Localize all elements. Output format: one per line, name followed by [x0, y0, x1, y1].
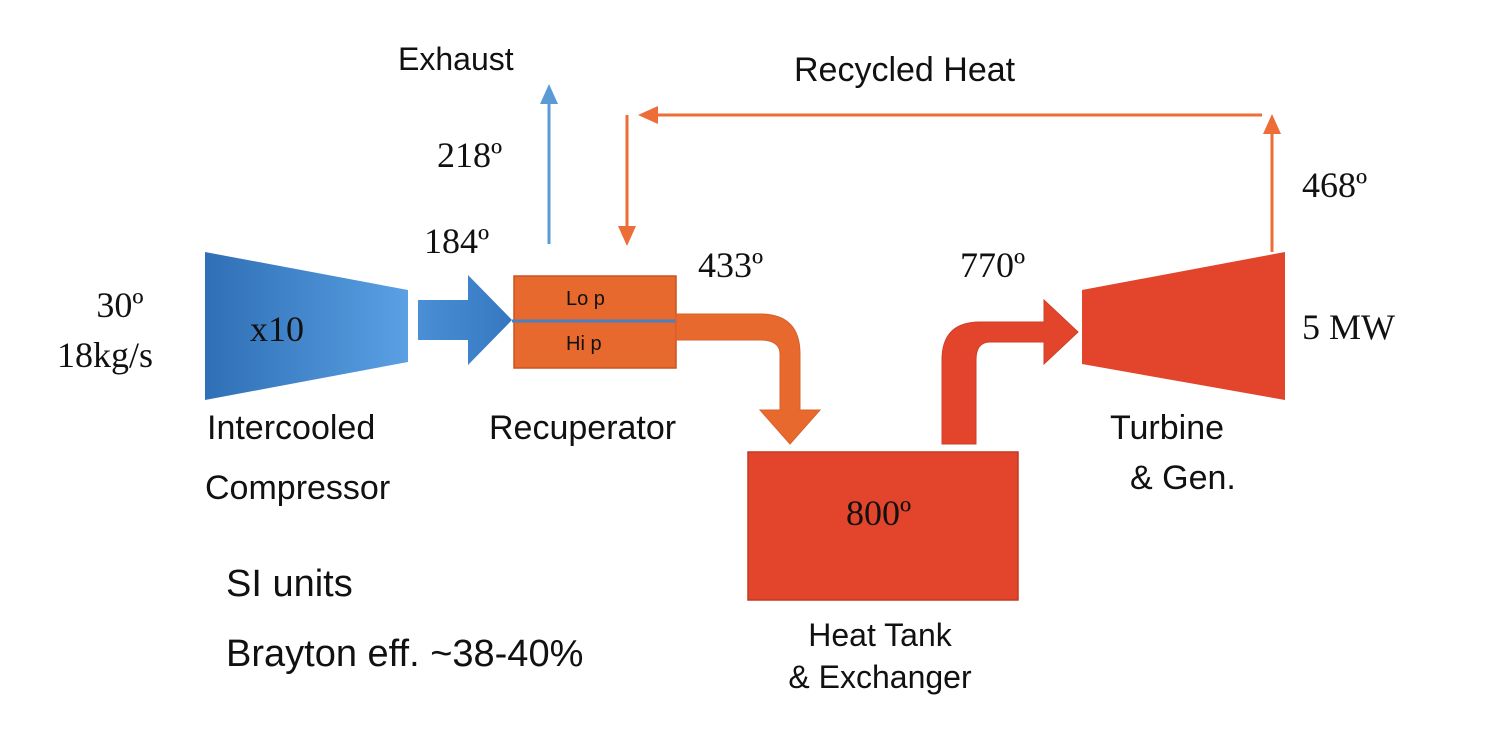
compressor-shape	[205, 252, 408, 400]
turbine-out-temp-label: 468º	[1302, 165, 1368, 205]
heat-tank-box	[747, 451, 1019, 601]
efficiency-note: Brayton eff. ~38-40%	[226, 633, 584, 675]
recuperator-lo-label: Lo p	[566, 288, 605, 310]
si-units-note: SI units	[226, 563, 353, 605]
recycled-heat-arrowhead	[638, 106, 658, 124]
compressor-name-line2: Compressor	[205, 469, 391, 507]
exhaust-temp-label: 218º	[437, 135, 503, 175]
compressed-air-arrow	[418, 275, 512, 365]
inlet-flow-label: 18kg/s	[57, 335, 154, 375]
turbine-shape	[1082, 252, 1285, 400]
tank-name-line1: Heat Tank	[808, 617, 952, 653]
compressor-out-temp-label: 184º	[424, 221, 490, 261]
recycled-heat-label: Recycled Heat	[794, 51, 1016, 89]
exhaust-label: Exhaust	[398, 41, 514, 77]
recuperator-hi-label: Hi p	[566, 333, 602, 355]
inlet-temp-label: 30º	[96, 285, 144, 325]
turbine-power-label: 5 MW	[1302, 307, 1395, 347]
recuperator-out-temp-label: 433º	[698, 245, 764, 285]
recuperator-name-label: Recuperator	[489, 409, 677, 447]
recycled-heat-down-arrowhead	[618, 226, 636, 246]
tank-name-line2: & Exchanger	[788, 659, 972, 695]
compressor-name-line1: Intercooled	[207, 409, 376, 447]
turbine-name-line1: Turbine	[1110, 409, 1225, 447]
turbine-name-line2: & Gen.	[1130, 459, 1236, 497]
turbine-in-temp-label: 770º	[960, 245, 1026, 285]
tank-to-turbine-arrow	[941, 298, 1079, 445]
compressor-ratio-label: x10	[250, 309, 304, 349]
exhaust-arrowhead	[540, 84, 558, 104]
tank-temp-label: 800º	[846, 493, 912, 533]
turbine-exhaust-arrowhead	[1263, 114, 1281, 134]
recuperator-to-tank-arrow	[675, 313, 822, 445]
